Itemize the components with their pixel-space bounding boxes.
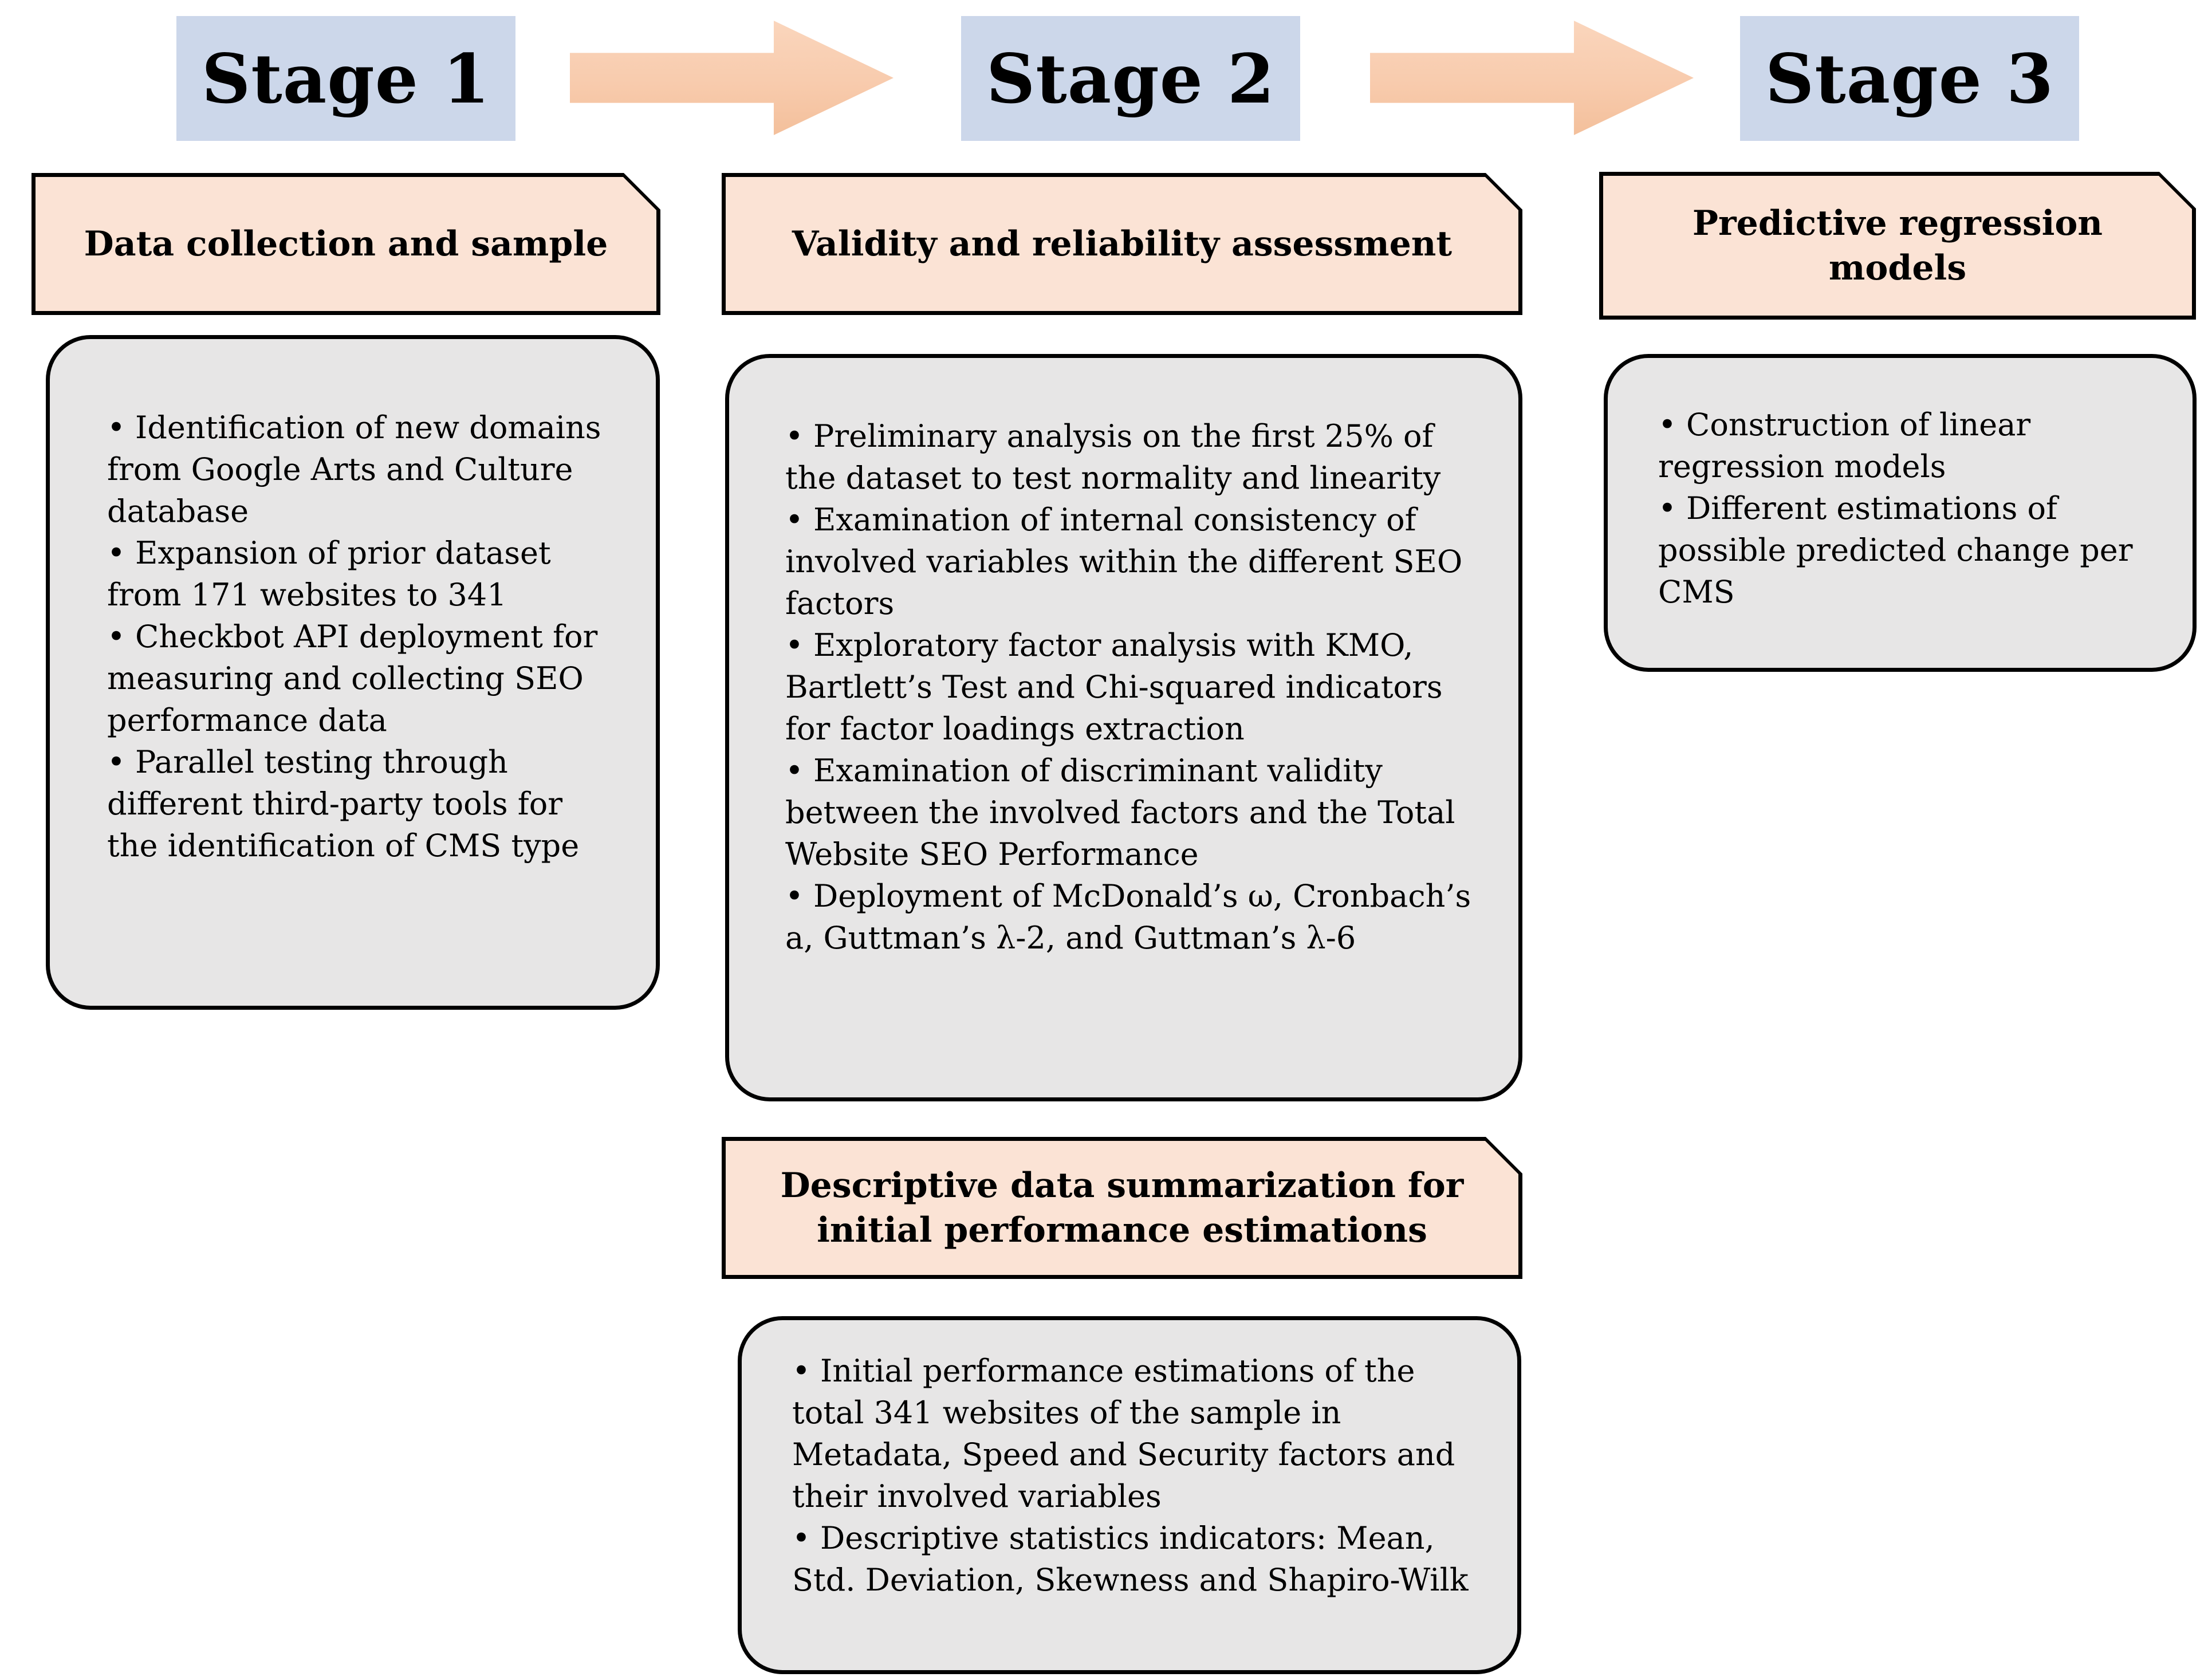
details-box-stage-1: • Identification of new domains from Goo… [46, 335, 660, 1010]
header-inner: Descriptive data summarization for initi… [726, 1141, 1518, 1275]
bullet-item: • Preliminary analysis on the first 25% … [785, 418, 1441, 496]
stage-3-box: Stage 3 [1740, 16, 2079, 141]
bullet-item: • Examination of internal consistency of… [785, 502, 1463, 621]
header-descriptive-summarization: Descriptive data summarization for initi… [722, 1137, 1522, 1279]
bullet-item: • Construction of linear regression mode… [1658, 407, 2031, 485]
bullet-item: • Checkbot API deployment for measuring … [107, 619, 598, 738]
bullet-item: • Parallel testing through different thi… [107, 744, 580, 864]
bullet-item: • Deployment of McDonald’s ω, Cronbach’s… [785, 878, 1471, 956]
stage-2-label: Stage 2 [986, 38, 1275, 119]
arrow-right-icon [1370, 21, 1694, 135]
header-validity-reliability: Validity and reliability assessment [722, 173, 1522, 315]
arrow-right-icon [570, 21, 894, 135]
header-data-collection: Data collection and sample [32, 173, 660, 315]
header-title: Data collection and sample [84, 224, 608, 264]
details-box-stage-2: • Preliminary analysis on the first 25% … [725, 354, 1522, 1101]
header-inner: Validity and reliability assessment [726, 177, 1518, 311]
bullet-item: • Initial performance estimations of the… [792, 1353, 1455, 1514]
header-title: Predictive regression models [1692, 203, 2103, 288]
bullet-item: • Identification of new domains from Goo… [107, 410, 601, 529]
stage-1-box: Stage 1 [176, 16, 515, 141]
stage-3-label: Stage 3 [1765, 38, 2054, 119]
bullet-item: • Examination of discriminant validity b… [785, 753, 1455, 872]
header-title: Validity and reliability assessment [792, 224, 1453, 264]
details-box-stage-3: • Construction of linear regression mode… [1604, 354, 2197, 672]
stage-1-label: Stage 1 [202, 38, 490, 119]
details-box-descriptive: • Initial performance estimations of the… [738, 1316, 1521, 1674]
header-inner: Predictive regression models [1603, 176, 2192, 316]
stage-2-box: Stage 2 [961, 16, 1300, 141]
bullet-item: • Different estimations of possible pred… [1658, 490, 2133, 610]
bullet-item: • Descriptive statistics indicators: Mea… [792, 1520, 1469, 1598]
header-title: Descriptive data summarization for initi… [780, 1166, 1464, 1250]
header-predictive-regression: Predictive regression models [1599, 172, 2196, 320]
bullet-item: • Exploratory factor analysis with KMO, … [785, 627, 1443, 747]
header-inner: Data collection and sample [36, 177, 656, 311]
bullet-item: • Expansion of prior dataset from 171 we… [107, 535, 551, 613]
